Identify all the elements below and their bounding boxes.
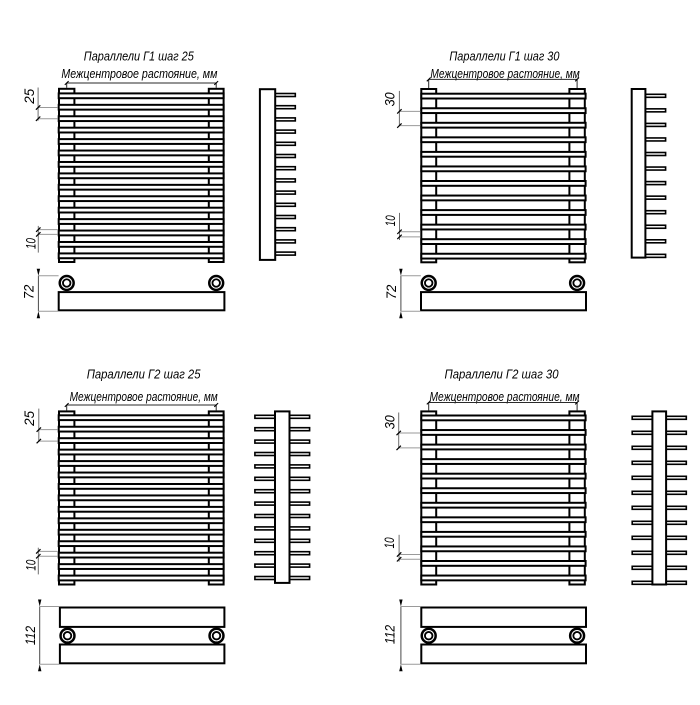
svg-text:10: 10 (383, 215, 398, 226)
svg-text:Межцентровое растояние, мм: Межцентровое растояние, мм (430, 389, 580, 404)
svg-text:72: 72 (21, 284, 36, 299)
svg-text:112: 112 (23, 625, 38, 645)
svg-text:72: 72 (384, 284, 399, 299)
svg-text:25: 25 (22, 88, 37, 104)
svg-text:Параллели Г2 шаг 25: Параллели Г2 шаг 25 (87, 366, 201, 381)
svg-text:25: 25 (22, 410, 37, 426)
svg-text:Параллели Г1 шаг 30: Параллели Г1 шаг 30 (449, 49, 560, 64)
svg-text:10: 10 (24, 238, 39, 249)
svg-text:112: 112 (382, 624, 397, 644)
svg-text:Параллели Г1 шаг 25: Параллели Г1 шаг 25 (84, 49, 195, 64)
svg-text:Межцентровое растояние, мм: Межцентровое растояние, мм (61, 66, 217, 81)
svg-text:10: 10 (23, 559, 38, 570)
svg-text:Параллели Г2 шаг 30: Параллели Г2 шаг 30 (445, 366, 560, 381)
svg-text:Межцентровое растояние, мм: Межцентровое растояние, мм (70, 389, 218, 404)
svg-text:Межцентровое растояние, мм: Межцентровое растояние, мм (430, 66, 579, 81)
svg-text:10: 10 (382, 537, 397, 548)
svg-text:30: 30 (383, 92, 398, 106)
svg-text:30: 30 (383, 415, 398, 429)
